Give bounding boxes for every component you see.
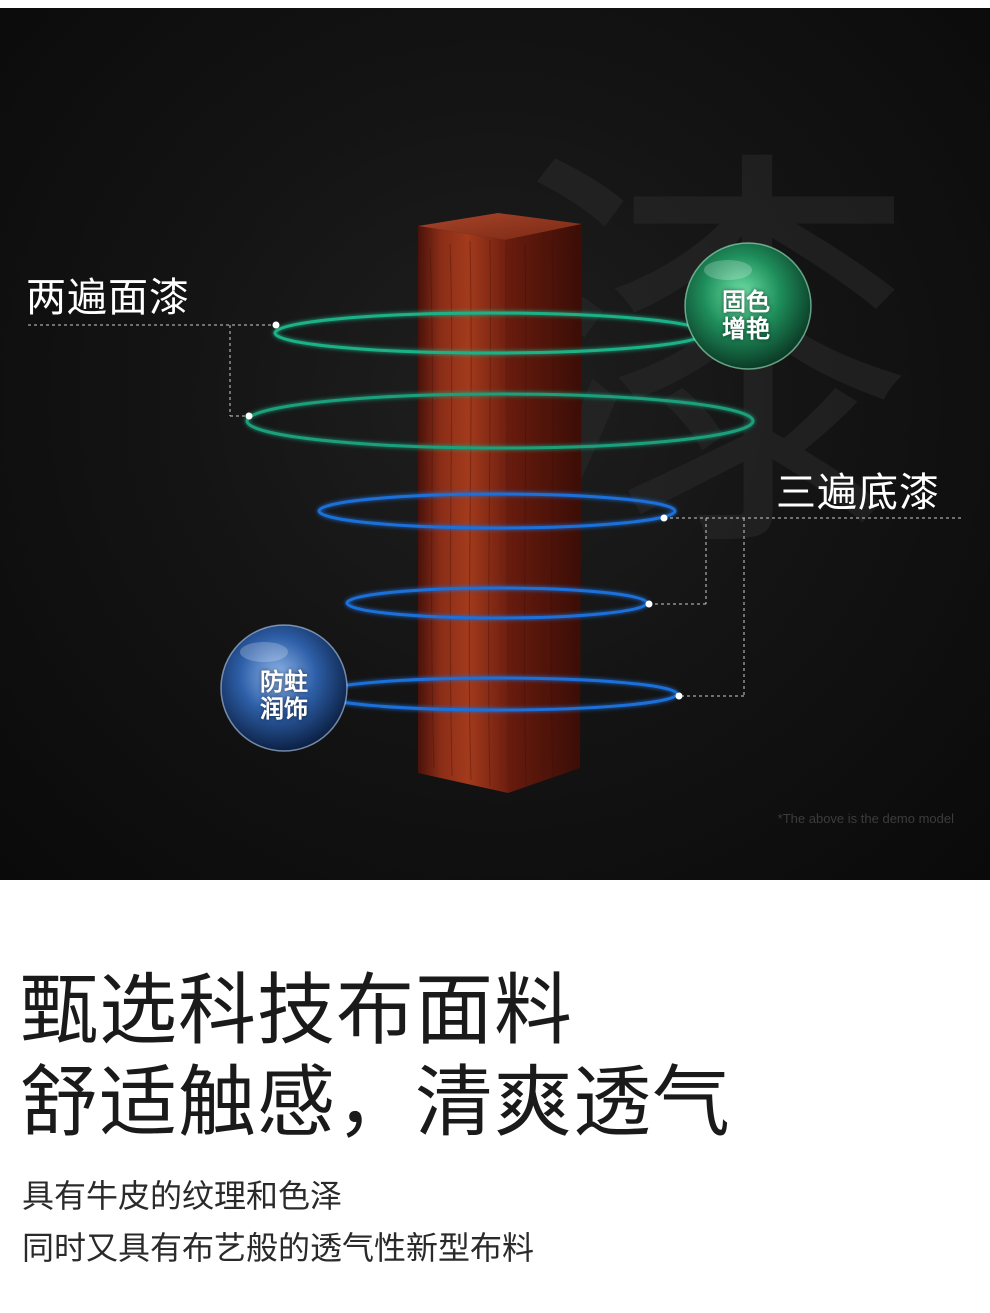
description-line-1: 具有牛皮的纹理和色泽: [22, 1177, 343, 1215]
leader-dot: [272, 321, 280, 329]
orb-blue-line1: 防蛀: [260, 667, 308, 696]
orb-green: [684, 242, 812, 370]
finish-coat-label: 两遍面漆: [26, 275, 190, 321]
orb-green-line1: 固色: [722, 287, 770, 316]
orb-blue: [220, 624, 348, 752]
hero-banner: 漆: [0, 8, 990, 880]
wood-column: [418, 213, 582, 793]
ring-3: [317, 492, 677, 530]
orb-green-text: 固色 增艳: [706, 288, 786, 342]
orb-green-line2: 增艳: [722, 314, 770, 343]
headline-primary: 甄选科技布面料: [20, 966, 574, 1056]
hero-illustration: 漆: [28, 119, 962, 793]
leader-dot: [675, 692, 683, 700]
leader-dot: [660, 514, 668, 522]
headline-secondary: 舒适触感，清爽透气: [20, 1058, 732, 1148]
leader-dot: [645, 600, 653, 608]
leader-lines-top: [28, 324, 275, 417]
orb-blue-line2: 润饰: [260, 694, 308, 723]
leader-dot: [245, 412, 253, 420]
demo-model-note: *The above is the demo model: [777, 811, 954, 826]
ring-2: [245, 392, 755, 450]
base-coat-label: 三遍底漆: [776, 470, 940, 516]
orb-blue-text: 防蛀 润饰: [244, 668, 324, 722]
description-line-2: 同时又具有布艺般的透气性新型布料: [22, 1229, 535, 1267]
leader-lines-bottom: [650, 517, 962, 697]
